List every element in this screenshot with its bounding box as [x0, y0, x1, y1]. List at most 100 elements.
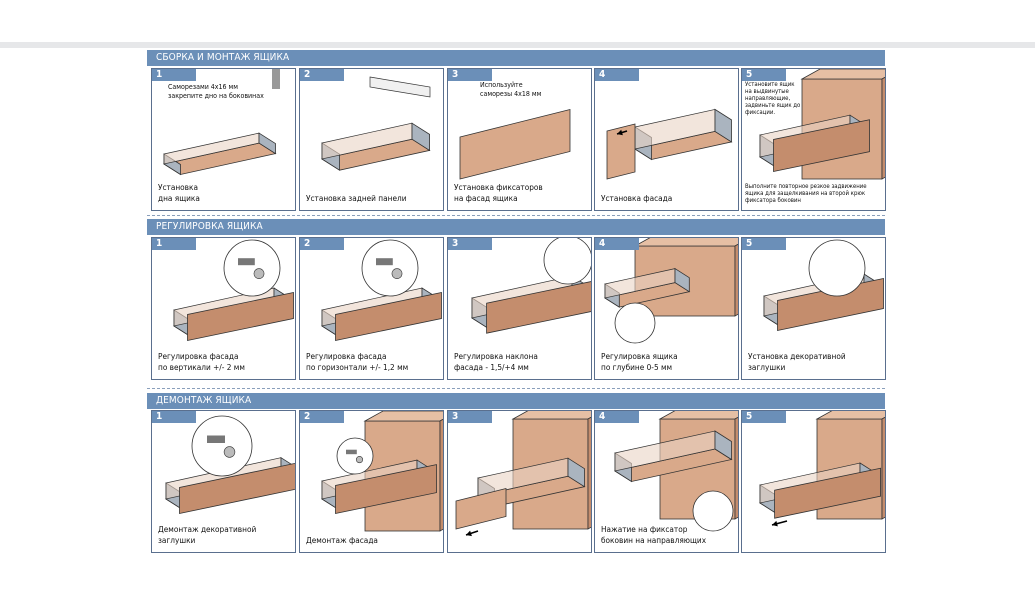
step-panel: 5 [741, 410, 886, 553]
drawer-illustration [633, 108, 733, 161]
screw-bottom-icon [162, 69, 280, 176]
section-divider [147, 388, 885, 389]
back-panel-icon [320, 76, 431, 171]
section-header-disassembly: ДЕМОНТАЖ ЯЩИКА [147, 393, 885, 409]
cap-remove-icon [164, 415, 295, 514]
step-number: 4 [595, 238, 639, 250]
step-number: 3 [448, 411, 492, 423]
detail-inset [692, 490, 734, 532]
step-number: 4 [595, 411, 639, 423]
section-divider [147, 215, 885, 216]
front-panel-mark [606, 123, 636, 180]
back-panel-mark [369, 76, 431, 98]
front-detached-icon [455, 411, 591, 537]
drawer-illustration [320, 122, 431, 171]
adjust-screw-mark [391, 268, 403, 279]
cap-install-icon [762, 239, 884, 331]
detail-inset [808, 239, 866, 297]
detail-inset [361, 239, 419, 297]
drawer-pull-out-icon [758, 411, 885, 527]
front-fixers-icon [459, 108, 571, 180]
adjust-screw-mark [355, 456, 364, 464]
screwdriver-mark [207, 435, 225, 443]
drawer-illustration [758, 114, 870, 172]
step-number: 1 [152, 411, 196, 423]
horizontal-adjust-icon [320, 239, 442, 341]
drawer-illustration [470, 275, 591, 334]
front-remove-icon [320, 411, 443, 532]
arrowhead-mark [617, 129, 623, 136]
drawer-illustration [320, 287, 442, 341]
screwdriver-mark [238, 258, 255, 266]
step-number: 2 [300, 69, 344, 81]
step-caption: Установка задней панели [306, 193, 407, 203]
top-band [0, 0, 1035, 48]
drawer-illustration [172, 287, 294, 341]
detail-inset [191, 415, 253, 477]
step-caption: Демонтаж фасада [306, 535, 378, 545]
adjust-screw-mark [223, 446, 236, 458]
step-number: 3 [448, 69, 492, 81]
step-number: 5 [742, 69, 786, 81]
drawer-illustration [603, 267, 691, 308]
step-panel: 3 [447, 410, 592, 553]
detail-inset [336, 437, 374, 475]
step-number: 1 [152, 238, 196, 250]
vertical-adjust-icon [172, 239, 294, 341]
front-panel-mark [455, 487, 507, 530]
front-mount-icon [606, 108, 733, 180]
step-number: 3 [448, 238, 492, 250]
detail-inset [614, 302, 656, 344]
step-caption: Установка фасада [601, 193, 673, 203]
adjust-screw-mark [253, 268, 265, 279]
step-number: 4 [595, 69, 639, 81]
depth-adjust-icon [603, 238, 738, 344]
drawer-illustration [758, 462, 882, 519]
drawer-illustration [320, 459, 437, 514]
tilt-adjust-icon [470, 238, 591, 334]
screwdriver-mark [376, 258, 393, 266]
arrowhead-mark [466, 530, 472, 537]
step-number: 2 [300, 238, 344, 250]
drawer-illustration [164, 456, 295, 514]
screwdriver-mark [272, 69, 280, 89]
section-header-adjustment: РЕГУЛИРОВКА ЯЩИКА [147, 219, 885, 235]
detail-inset [223, 239, 281, 297]
front-panel-mark [459, 108, 571, 180]
drawer-illustration [613, 430, 733, 483]
step-number: 5 [742, 238, 786, 250]
install-drawer-icon [758, 69, 885, 180]
detail-inset [543, 238, 591, 285]
step-number: 5 [742, 411, 786, 423]
section-header-assembly: СБОРКА И МОНТАЖ ЯЩИКА [147, 50, 885, 66]
screwdriver-mark [346, 449, 357, 455]
arrowhead-mark [772, 520, 778, 527]
step-number: 2 [300, 411, 344, 423]
press-latch-icon [613, 411, 738, 532]
